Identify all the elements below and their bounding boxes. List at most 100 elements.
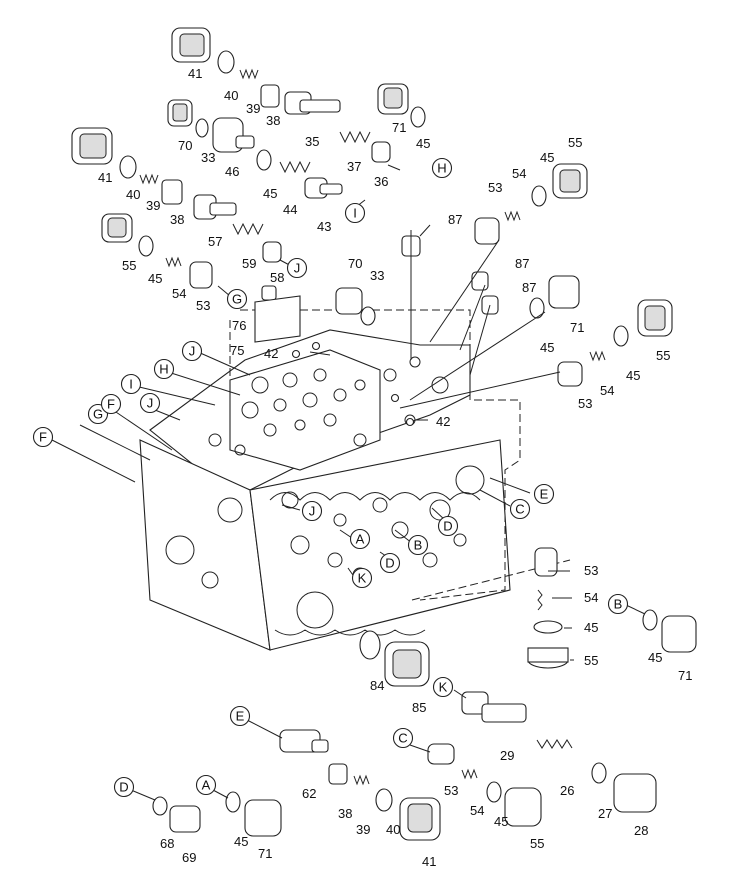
part-number-label: 38	[266, 113, 280, 128]
part-number-label: 40	[386, 822, 400, 837]
part-number-label: 41	[422, 854, 436, 869]
spring-39-bottom	[353, 774, 370, 786]
reference-letter: F	[39, 430, 47, 445]
spring-54-rm	[537, 589, 543, 611]
reference-letter-circle	[607, 593, 629, 615]
part-number-label: 75	[230, 343, 244, 358]
part-number-label: 40	[126, 187, 140, 202]
reference-letter: I	[353, 206, 357, 221]
plug-69	[169, 805, 201, 833]
oring-33-left	[195, 118, 209, 138]
reference-letter-circle	[120, 373, 142, 395]
bolt-76	[261, 285, 277, 301]
plug-71-bottom	[244, 799, 282, 837]
spring-44	[279, 160, 311, 174]
part-number-label: 69	[182, 850, 196, 865]
part-number-label: 45	[648, 650, 662, 665]
spring-54-left	[165, 256, 182, 268]
part-number-label: 57	[208, 234, 222, 249]
reference-letter-circle	[195, 774, 217, 796]
oring-40-bottom	[375, 788, 393, 812]
part-number-label: 45	[416, 136, 430, 151]
reference-letter: B	[614, 597, 623, 612]
plug-71-k	[661, 615, 697, 653]
reference-letter: C	[398, 731, 407, 746]
valve-body	[139, 329, 511, 651]
reference-letter-circle	[509, 498, 531, 520]
plug-85	[384, 641, 430, 687]
part-number-label: 71	[258, 846, 272, 861]
reference-letter-circle	[349, 528, 371, 550]
reference-letter-circle	[286, 257, 308, 279]
reference-letter-circle	[431, 157, 453, 179]
part-number-label: 71	[570, 320, 584, 335]
reference-letter: F	[107, 397, 115, 412]
reference-letter-circle	[181, 340, 203, 362]
part-number-label: 33	[201, 150, 215, 165]
part-number-label: 54	[470, 803, 484, 818]
reference-letter-circle	[32, 426, 54, 448]
part-number-label: 55	[584, 653, 598, 668]
reference-letter-circle	[437, 515, 459, 537]
part-number-label: 87	[522, 280, 536, 295]
oring-45-k	[642, 609, 658, 631]
part-number-label: 35	[305, 134, 319, 149]
reference-letter-circle	[301, 500, 323, 522]
part-number-label: 40	[224, 88, 238, 103]
oring-68	[152, 796, 168, 816]
oring-40-left	[119, 155, 137, 179]
reference-letter-circle	[432, 676, 454, 698]
reference-letter: J	[309, 504, 316, 519]
sleeve-38-left	[161, 179, 183, 205]
spring-37	[339, 130, 371, 144]
part-number-label: 29	[500, 748, 514, 763]
part-number-label: 87	[515, 256, 529, 271]
oring-45-b	[256, 149, 272, 171]
reference-letter: K	[358, 571, 367, 586]
part-number-label: 54	[172, 286, 186, 301]
part-number-label: 54	[584, 590, 598, 605]
part-number-label: 85	[412, 700, 426, 715]
spring-26	[536, 739, 573, 749]
oring-45-c	[138, 235, 154, 257]
part-36	[371, 141, 391, 163]
part-number-label: 45	[234, 834, 248, 849]
reference-letter: H	[159, 362, 168, 377]
oring-33-mid	[360, 306, 376, 326]
part-number-label: 45	[263, 186, 277, 201]
part-number-label: 45	[540, 340, 554, 355]
oring-84	[359, 630, 381, 660]
part-number-label: 41	[98, 170, 112, 185]
reference-letter: B	[414, 538, 423, 553]
reference-letter: A	[356, 532, 365, 547]
poppet-53-bottom	[427, 743, 455, 765]
reference-letter-circle	[139, 392, 161, 414]
plug-71-mid	[548, 275, 580, 309]
reference-letter: E	[236, 709, 245, 724]
plug-70-left	[167, 99, 193, 127]
reference-letter: G	[232, 292, 242, 307]
spring-54-bottom	[461, 768, 478, 780]
reference-letter-circle	[407, 534, 429, 556]
part-number-label: 45	[540, 150, 554, 165]
part-number-label: 46	[225, 164, 239, 179]
reference-letter: A	[202, 778, 211, 793]
reference-letter: D	[385, 556, 394, 571]
part-number-label: 38	[170, 212, 184, 227]
part-number-label: 70	[348, 256, 362, 271]
part-number-label: 33	[370, 268, 384, 283]
poppet-53-rm	[534, 547, 558, 577]
part-number-label: 45	[626, 368, 640, 383]
reference-letter-circle	[226, 288, 248, 310]
spool-57	[193, 194, 237, 220]
cover-plate-75	[254, 295, 301, 343]
plug-41-top	[171, 27, 211, 63]
part-number-label: 27	[598, 806, 612, 821]
part-number-label: 84	[370, 678, 384, 693]
part-number-label: 26	[560, 783, 574, 798]
reference-letter-circle	[153, 358, 175, 380]
sleeve-38-top	[260, 84, 280, 108]
part-number-label: 36	[374, 174, 388, 189]
reference-letter-circle	[344, 202, 366, 224]
